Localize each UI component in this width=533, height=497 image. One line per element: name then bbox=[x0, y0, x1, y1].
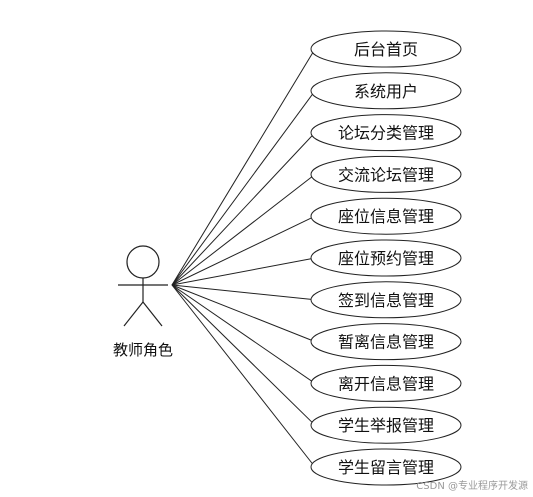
use-case: 签到信息管理 bbox=[310, 281, 462, 319]
use-case-label: 座位信息管理 bbox=[338, 207, 434, 226]
association-line bbox=[171, 284, 316, 343]
use-case: 论坛分类管理 bbox=[310, 114, 462, 152]
actor-label: 教师角色 bbox=[113, 341, 173, 359]
association-line bbox=[171, 284, 316, 468]
use-case-ellipse bbox=[310, 239, 462, 277]
use-case-ellipse bbox=[310, 30, 462, 68]
use-case-ellipse bbox=[310, 323, 462, 361]
use-case-ellipse bbox=[310, 281, 462, 319]
use-case-label: 系统用户 bbox=[354, 82, 418, 101]
use-case-ellipse bbox=[310, 72, 462, 110]
use-case: 离开信息管理 bbox=[310, 364, 462, 402]
use-case-label: 离开信息管理 bbox=[338, 374, 434, 393]
association-lines bbox=[171, 48, 316, 468]
watermark: CSDN @专业程序开发源 bbox=[416, 479, 528, 492]
use-case-label: 学生举报管理 bbox=[338, 416, 434, 435]
use-case-ellipse bbox=[310, 197, 462, 235]
association-line bbox=[171, 284, 316, 301]
association-line bbox=[171, 284, 316, 384]
use-case-label: 交流论坛管理 bbox=[338, 165, 434, 184]
association-line bbox=[171, 48, 316, 286]
use-case: 学生举报管理 bbox=[310, 406, 462, 444]
use-case-ellipse bbox=[310, 364, 462, 402]
use-case-label: 暂离信息管理 bbox=[338, 333, 434, 352]
use-case-label: 签到信息管理 bbox=[338, 291, 434, 310]
association-line bbox=[171, 215, 316, 286]
association-line bbox=[171, 90, 316, 286]
use-case: 系统用户 bbox=[310, 72, 462, 110]
use-case-label: 座位预约管理 bbox=[338, 249, 434, 268]
association-line bbox=[171, 257, 316, 286]
actor-teacher: 教师角色 bbox=[113, 245, 173, 359]
association-line bbox=[171, 284, 316, 426]
actor-right-leg bbox=[142, 301, 163, 327]
actor-left-leg bbox=[123, 301, 144, 327]
use-case: 暂离信息管理 bbox=[310, 323, 462, 361]
use-case-label: 学生留言管理 bbox=[338, 458, 434, 477]
use-case: 座位信息管理 bbox=[310, 197, 462, 235]
use-case-list: 后台首页系统用户论坛分类管理交流论坛管理座位信息管理座位预约管理签到信息管理暂离… bbox=[310, 30, 462, 486]
association-line bbox=[171, 132, 316, 286]
use-case: 学生留言管理 bbox=[310, 448, 462, 486]
use-case-ellipse bbox=[310, 114, 462, 152]
actor-head bbox=[126, 245, 160, 279]
use-case-ellipse bbox=[310, 155, 462, 193]
use-case-ellipse bbox=[310, 406, 462, 444]
use-case-label: 后台首页 bbox=[354, 40, 418, 59]
use-case: 座位预约管理 bbox=[310, 239, 462, 277]
association-line bbox=[171, 174, 316, 286]
use-case: 交流论坛管理 bbox=[310, 155, 462, 193]
use-case: 后台首页 bbox=[310, 30, 462, 68]
use-case-ellipse bbox=[310, 448, 462, 486]
use-case-label: 论坛分类管理 bbox=[338, 124, 434, 143]
